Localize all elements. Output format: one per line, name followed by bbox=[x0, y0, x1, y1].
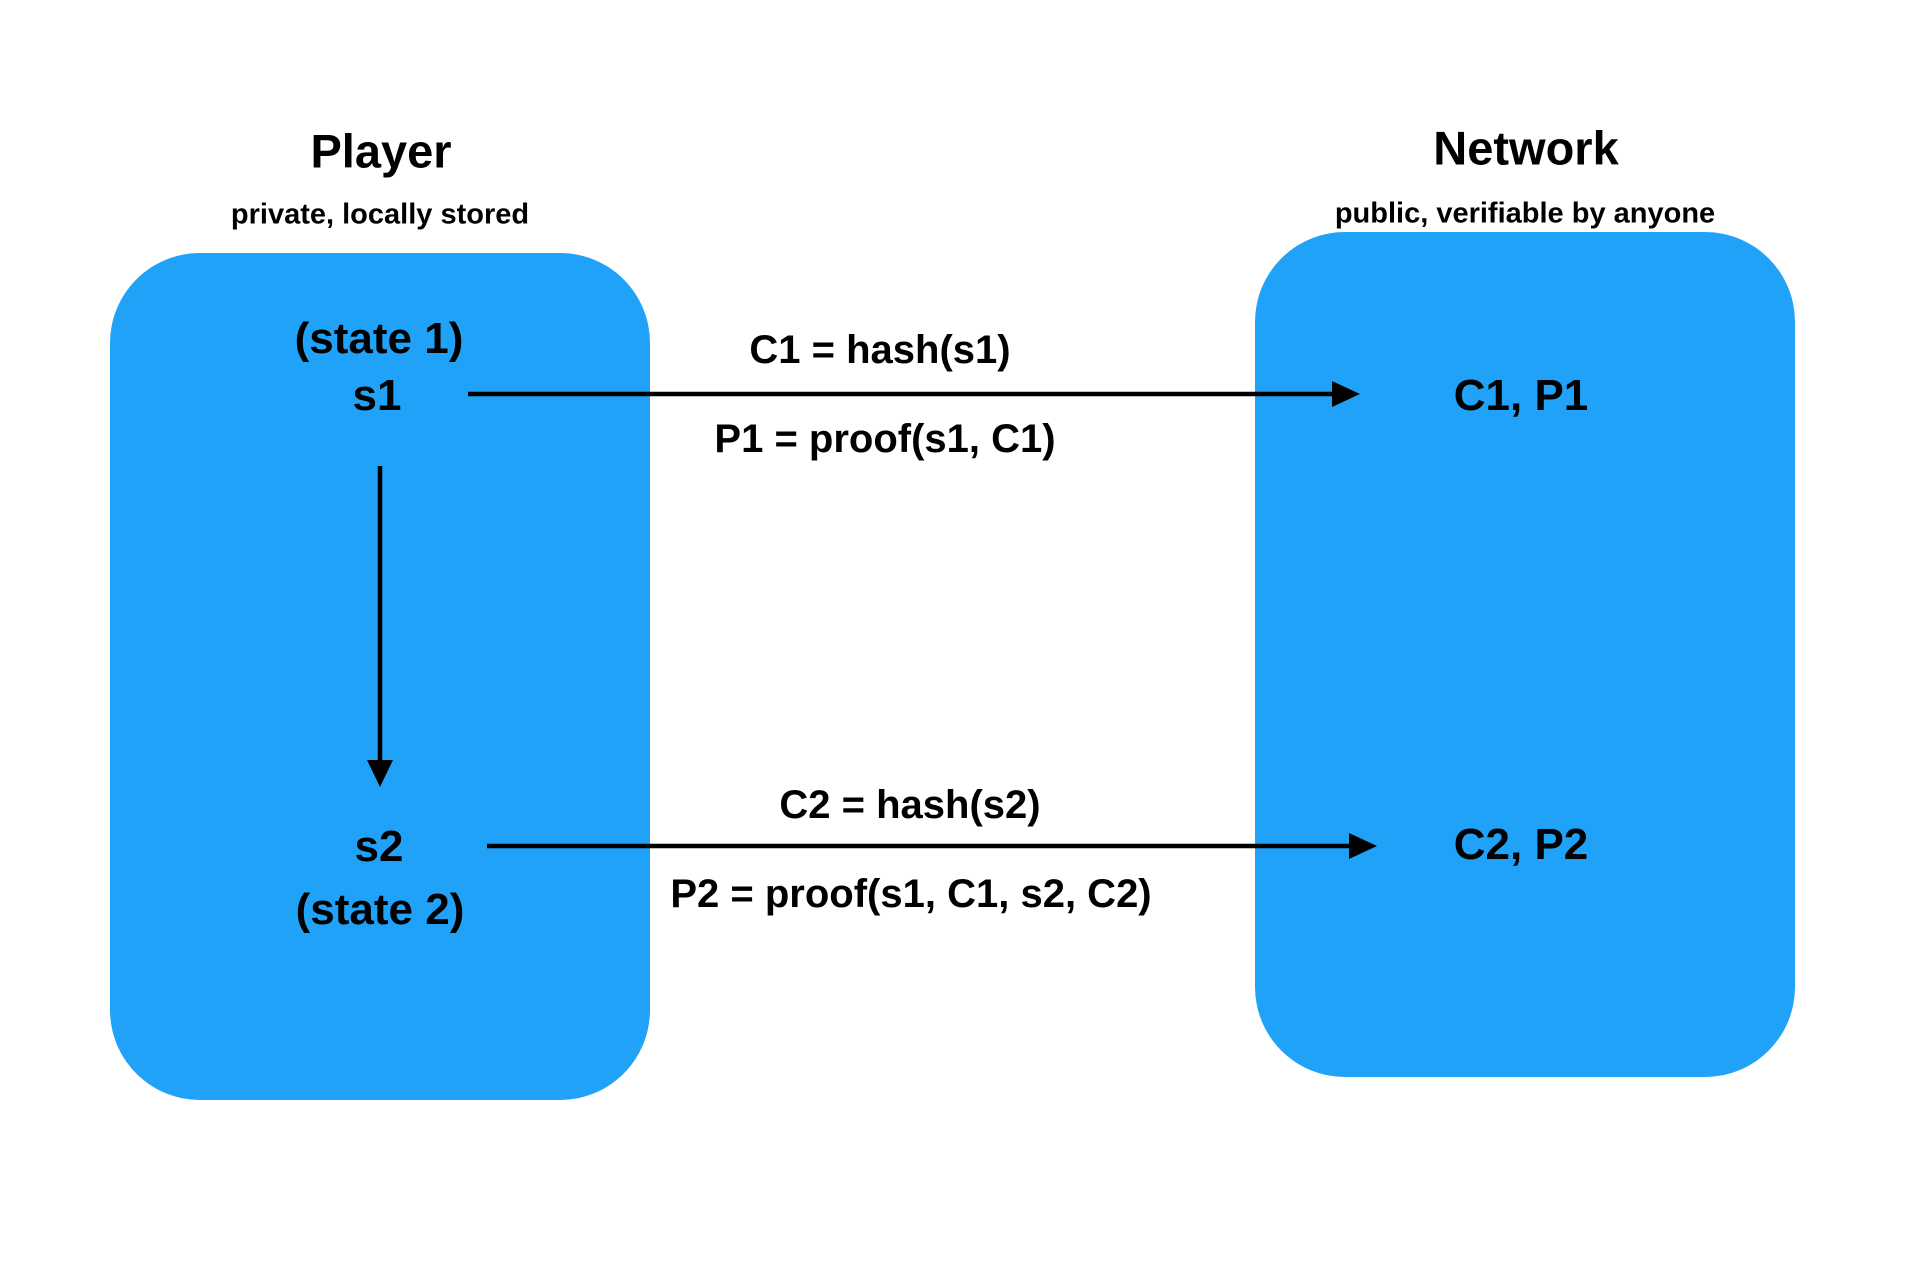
message1-commitment-label: C1 = hash(s1) bbox=[749, 328, 1011, 372]
network-subtitle: public, verifiable by anyone bbox=[1334, 197, 1716, 230]
message2-proof-label: P2 = proof(s1, C1, s2, C2) bbox=[670, 872, 1152, 916]
message1-proof-label: P1 = proof(s1, C1) bbox=[714, 417, 1056, 461]
player-title: Player bbox=[310, 124, 452, 178]
state1-caption: (state 1) bbox=[294, 314, 464, 363]
network-title: Network bbox=[1433, 121, 1619, 175]
network-panel bbox=[1255, 232, 1795, 1077]
state1-value: s1 bbox=[352, 371, 402, 420]
player-subtitle: private, locally stored bbox=[230, 198, 530, 231]
network-record-2: C2, P2 bbox=[1453, 820, 1589, 869]
state2-value: s2 bbox=[354, 822, 404, 871]
state2-caption: (state 2) bbox=[295, 885, 465, 934]
network-record-1: C1, P1 bbox=[1453, 371, 1589, 420]
message2-commitment-label: C2 = hash(s2) bbox=[779, 783, 1041, 827]
